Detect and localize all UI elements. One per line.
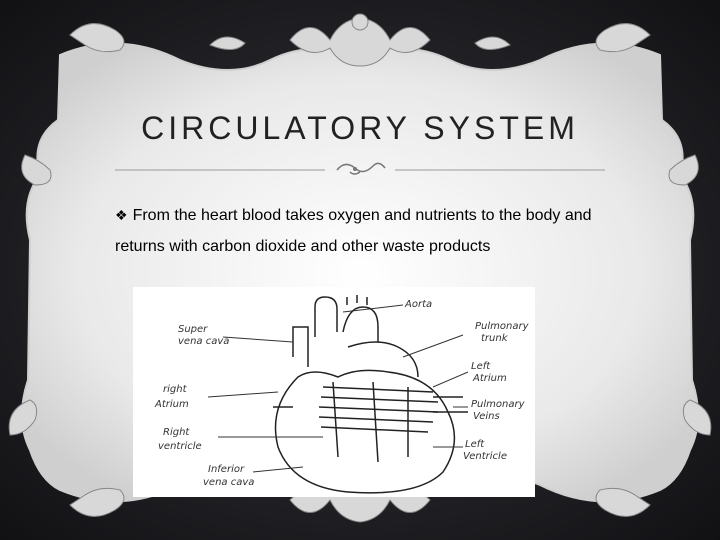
label-pulmonary-trunk-2: trunk bbox=[481, 333, 509, 344]
label-right-ventricle-1: Right bbox=[163, 427, 190, 438]
heart-diagram: Aorta Pulmonary trunk Left Atrium Pulmon… bbox=[133, 287, 535, 497]
top-ornament bbox=[69, 13, 651, 67]
label-pulmonary-veins-1: Pulmonary bbox=[471, 399, 526, 410]
bullet-paragraph: ❖From the heart blood takes oxygen and n… bbox=[115, 200, 635, 262]
slide-title: CIRCULATORY SYSTEM bbox=[141, 110, 579, 146]
bottom-ornament bbox=[69, 473, 651, 523]
label-right-atrium-2: Atrium bbox=[154, 399, 189, 410]
bullet-text: From the heart blood takes oxygen and nu… bbox=[115, 207, 592, 255]
title-divider bbox=[115, 162, 605, 175]
label-left-ventricle-2: Ventricle bbox=[463, 451, 507, 462]
label-left-ventricle-1: Left bbox=[465, 439, 485, 450]
side-ornaments bbox=[8, 154, 712, 436]
label-inferior-vena-cava-1: Inferior bbox=[208, 464, 245, 475]
label-inferior-vena-cava-2: vena cava bbox=[203, 477, 254, 488]
label-superior-vena-cava-2: vena cava bbox=[178, 336, 229, 347]
heart-sketch: Aorta Pulmonary trunk Left Atrium Pulmon… bbox=[154, 295, 530, 494]
label-left-atrium-1: Left bbox=[471, 361, 491, 372]
label-pulmonary-trunk-1: Pulmonary bbox=[475, 321, 530, 332]
diamond-bullet-icon: ❖ bbox=[115, 207, 128, 223]
label-left-atrium-2: Atrium bbox=[472, 373, 507, 384]
label-right-atrium-1: right bbox=[163, 384, 188, 395]
label-pulmonary-veins-2: Veins bbox=[473, 411, 500, 422]
label-superior-vena-cava-1: Super bbox=[178, 324, 208, 335]
divider-flourish-icon bbox=[336, 162, 386, 175]
label-aorta: Aorta bbox=[404, 299, 432, 310]
label-right-ventricle-2: ventricle bbox=[158, 441, 202, 452]
